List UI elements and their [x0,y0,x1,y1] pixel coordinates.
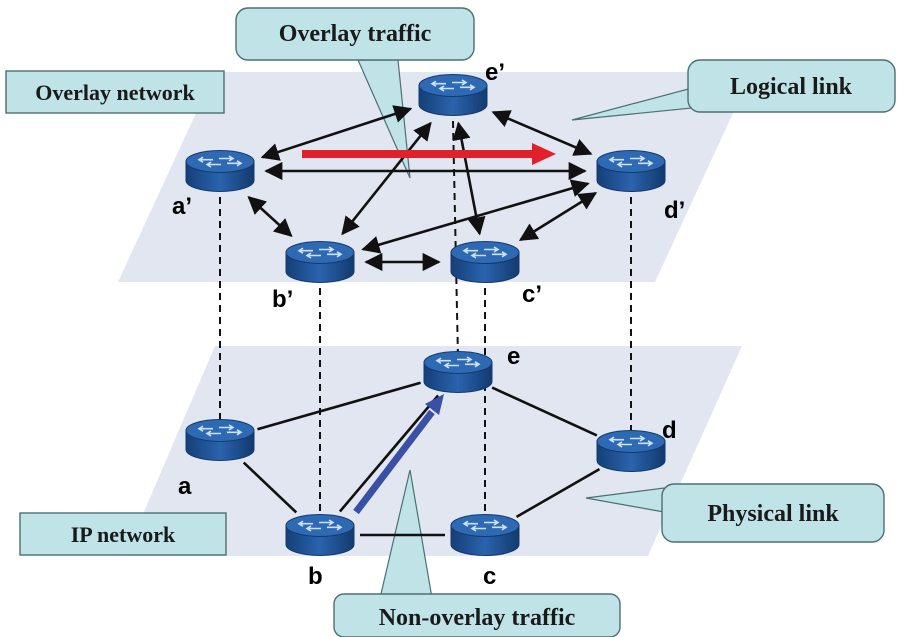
ip-network-plane [125,346,742,556]
router-icon-ip-c [450,514,520,556]
logical-link-a-e [260,105,413,161]
physical-link-c-d [515,468,601,518]
physical-link-b-e [338,394,440,513]
overlay-node-label-a: a’ [172,193,192,220]
logical-link-e-b [341,121,432,236]
nonoverlay-traffic-callout-text: Non-overlay traffic [379,605,576,631]
overlay-traffic-arrowhead [532,143,556,165]
ip-node-label-a: a [178,473,192,500]
router-icon-overlay-c [450,241,520,283]
router-icon-ip-a [185,419,255,461]
overlay-network-label: Overlay network [35,80,195,105]
ip-network-label: IP network [71,522,176,547]
router-icon-overlay-d [596,150,666,192]
overlay-node-label-e: e’ [485,59,505,86]
router-icon-ip-d [596,430,666,472]
overlay-traffic-callout [235,7,475,61]
physical-link-a-b [242,461,298,514]
ip-node-label-e: e [507,343,520,370]
routers-group [185,74,666,556]
overlay-network-label-box [5,70,225,114]
nonoverlay-traffic-callout [333,593,621,637]
logical-link-c-d [518,191,598,242]
router-icon-overlay-e [418,74,488,116]
logical-link-callout [687,59,896,113]
nonoverlay-traffic-arrowhead [425,394,444,415]
router-icon-ip-e [423,351,493,393]
nonoverlay-traffic-arrow [353,409,435,515]
logical-link-callout-text: Logical link [730,74,853,100]
router-icon-ip-b [285,514,355,556]
ip-node-label-d: d [662,417,677,444]
ip-node-label-c: c [483,563,496,590]
overlay-traffic-callout-text: Overlay traffic [279,21,432,47]
logical-links-group [247,105,598,272]
physical-link-callout-text: Physical link [707,501,839,527]
overlay-node-label-b: b’ [272,286,293,313]
ip-node-label-b: b [308,563,323,590]
physical-links-group [242,381,601,537]
physical-link-a-e [257,381,421,431]
overlay-node-label-c: c’ [522,281,542,308]
logical-link-a-b [247,195,293,238]
overlay-node-label-d: d’ [664,197,685,224]
router-icon-overlay-b [285,241,355,283]
physical-link-callout [661,483,885,543]
logical-link-e-d [491,110,593,156]
router-icon-overlay-a [185,150,255,192]
physical-link-e-d [491,386,598,437]
ip-network-label-box [19,512,227,556]
